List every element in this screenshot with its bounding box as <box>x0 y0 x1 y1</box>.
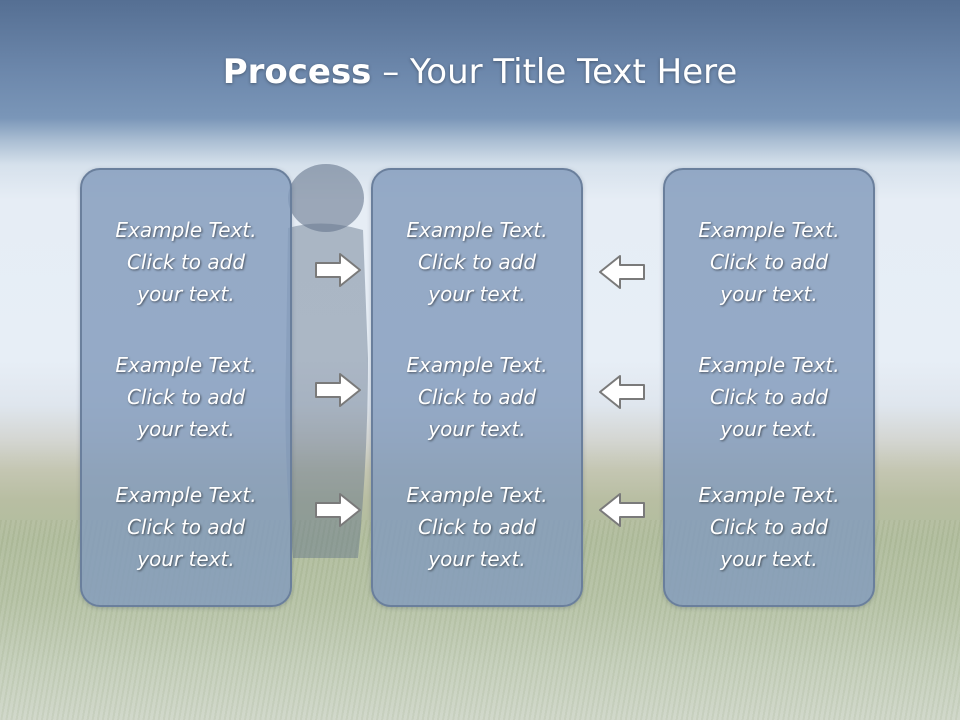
arrow-left-icon <box>599 375 645 409</box>
text-line: your text. <box>428 417 526 441</box>
slide-title[interactable]: Process – Your Title Text Here <box>0 52 960 92</box>
text-placeholder[interactable]: Example Text. Click to add your text. <box>373 349 581 445</box>
text-line: your text. <box>720 417 818 441</box>
text-line: your text. <box>137 282 235 306</box>
text-line: Click to add <box>709 385 829 409</box>
text-placeholder[interactable]: Example Text. Click to add your text. <box>373 479 581 575</box>
text-line: Example Text. <box>698 218 840 242</box>
arrow-left-icon <box>599 255 645 289</box>
text-placeholder[interactable]: Example Text. Click to add your text. <box>665 479 873 575</box>
text-placeholder[interactable]: Example Text. Click to add your text. <box>665 214 873 310</box>
arrow-right-icon <box>315 493 361 527</box>
text-line: Example Text. <box>115 483 257 507</box>
text-placeholder[interactable]: Example Text. Click to add your text. <box>82 349 290 445</box>
text-line: your text. <box>428 282 526 306</box>
text-line: Example Text. <box>406 353 548 377</box>
text-line: Example Text. <box>406 218 548 242</box>
text-line: your text. <box>720 282 818 306</box>
text-line: Click to add <box>126 515 246 539</box>
text-line: your text. <box>137 547 235 571</box>
panel-left[interactable]: Example Text. Click to add your text. Ex… <box>80 168 292 607</box>
text-placeholder[interactable]: Example Text. Click to add your text. <box>82 214 290 310</box>
text-line: Click to add <box>417 250 537 274</box>
text-line: Example Text. <box>115 353 257 377</box>
text-line: Click to add <box>709 515 829 539</box>
panel-right[interactable]: Example Text. Click to add your text. Ex… <box>663 168 875 607</box>
title-rest: – Your Title Text Here <box>371 52 738 92</box>
text-line: your text. <box>428 547 526 571</box>
text-line: your text. <box>137 417 235 441</box>
title-bold: Process <box>222 52 372 92</box>
text-line: Click to add <box>126 385 246 409</box>
text-placeholder[interactable]: Example Text. Click to add your text. <box>373 214 581 310</box>
text-line: Example Text. <box>406 483 548 507</box>
arrow-right-icon <box>315 373 361 407</box>
text-line: Example Text. <box>115 218 257 242</box>
text-line: Example Text. <box>698 353 840 377</box>
text-line: Click to add <box>417 385 537 409</box>
text-line: Click to add <box>417 515 537 539</box>
arrow-right-icon <box>315 253 361 287</box>
arrow-left-icon <box>599 493 645 527</box>
text-line: Click to add <box>709 250 829 274</box>
panel-center[interactable]: Example Text. Click to add your text. Ex… <box>371 168 583 607</box>
text-placeholder[interactable]: Example Text. Click to add your text. <box>82 479 290 575</box>
text-placeholder[interactable]: Example Text. Click to add your text. <box>665 349 873 445</box>
text-line: Example Text. <box>698 483 840 507</box>
text-line: Click to add <box>126 250 246 274</box>
text-line: your text. <box>720 547 818 571</box>
